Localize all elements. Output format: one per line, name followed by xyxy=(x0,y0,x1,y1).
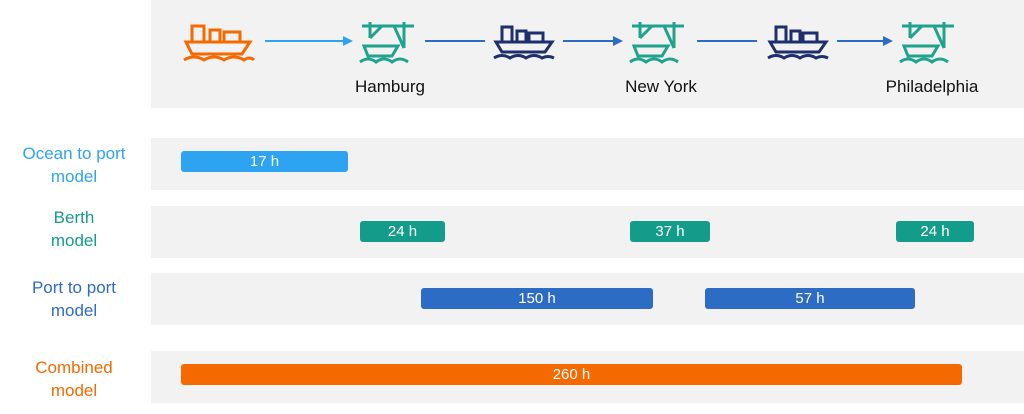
route-connector xyxy=(425,40,485,42)
row-label-line: model xyxy=(50,381,98,400)
origin-ship-icon xyxy=(183,24,256,62)
combined-row-label: Combined model xyxy=(0,356,148,402)
route-connector xyxy=(837,40,885,42)
port-to-port-row-label: Port to port model xyxy=(0,276,148,322)
row-label-line: Port to port xyxy=(31,278,117,297)
berth-row-panel xyxy=(151,206,1024,258)
route-connector xyxy=(265,40,345,42)
new-york-port-crane-icon xyxy=(629,22,684,64)
city-label-philadelphia: Philadelphia xyxy=(885,77,979,96)
ocean-to-port-row-label: Ocean to port model xyxy=(0,142,148,188)
route-arrowhead xyxy=(883,36,893,46)
route-header-panel xyxy=(151,0,1024,108)
city-label-new-york: New York xyxy=(625,77,697,96)
route-arrowhead xyxy=(343,36,353,46)
hamburg-port-crane-icon xyxy=(359,22,414,64)
leg-ship-icon xyxy=(767,25,829,60)
route-connector xyxy=(697,40,757,42)
route-arrowhead xyxy=(613,36,623,46)
berth-row-label: Berth model xyxy=(0,206,148,252)
row-label-line: model xyxy=(50,167,98,186)
ocean-to-port-bar: 17 h xyxy=(181,151,348,172)
row-label-line: model xyxy=(50,231,98,250)
philadelphia-port-crane-icon xyxy=(899,22,954,64)
combined-bar: 260 h xyxy=(181,364,962,385)
port-to-port-bar-new-york-philadelphia: 57 h xyxy=(705,288,915,309)
berth-bar-hamburg: 24 h xyxy=(360,221,445,242)
port-to-port-bar-hamburg-new-york: 150 h xyxy=(421,288,653,309)
row-label-line: Combined xyxy=(35,358,113,377)
route-connector xyxy=(563,40,615,42)
row-label-line: model xyxy=(50,301,98,320)
row-label-line: Ocean to port xyxy=(22,144,126,163)
berth-bar-philadelphia: 24 h xyxy=(896,221,974,242)
city-label-hamburg: Hamburg xyxy=(355,77,425,96)
berth-bar-new-york: 37 h xyxy=(630,221,710,242)
leg-ship-icon xyxy=(493,25,555,60)
row-label-line: Berth xyxy=(53,208,95,227)
